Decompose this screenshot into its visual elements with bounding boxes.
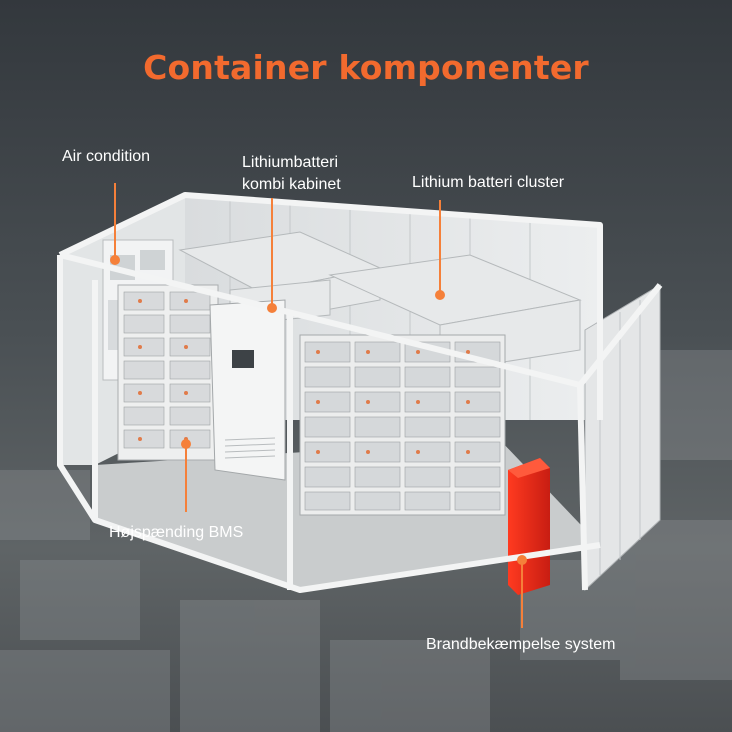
label-fire-suppression: Brandbekæmpelse system (426, 634, 615, 656)
label-battery-cluster: Lithium batteri cluster (412, 172, 564, 194)
label-air-condition: Air condition (62, 146, 150, 168)
fire-suppression-unit (508, 458, 550, 595)
label-air-condition-text: Air condition (62, 148, 151, 165)
center-rack-terminals (316, 350, 470, 454)
callout-lines (114, 183, 523, 628)
container-frame (57, 192, 663, 593)
label-bms: Højspænding BMS (109, 522, 243, 544)
cabinet-display (232, 350, 254, 368)
left-rack-cells (123, 291, 211, 449)
label-combi-cabinet: Lithiumbatteri kombi kabinet (242, 152, 341, 196)
label-fire-suppression-text: Brandbekæmpelse system (426, 636, 616, 653)
combiner-cabinet (209, 299, 286, 481)
label-combi-cabinet-line2: kombi kabinet (242, 176, 341, 193)
label-combi-cabinet-line1: Lithiumbatteri (242, 154, 339, 171)
cabinet-vents (224, 437, 276, 459)
page-title: Container komponenter (143, 48, 589, 87)
label-battery-cluster-text: Lithium batteri cluster (412, 174, 565, 191)
label-bms-text: Højspænding BMS (109, 524, 244, 541)
callout-dots (110, 255, 527, 565)
